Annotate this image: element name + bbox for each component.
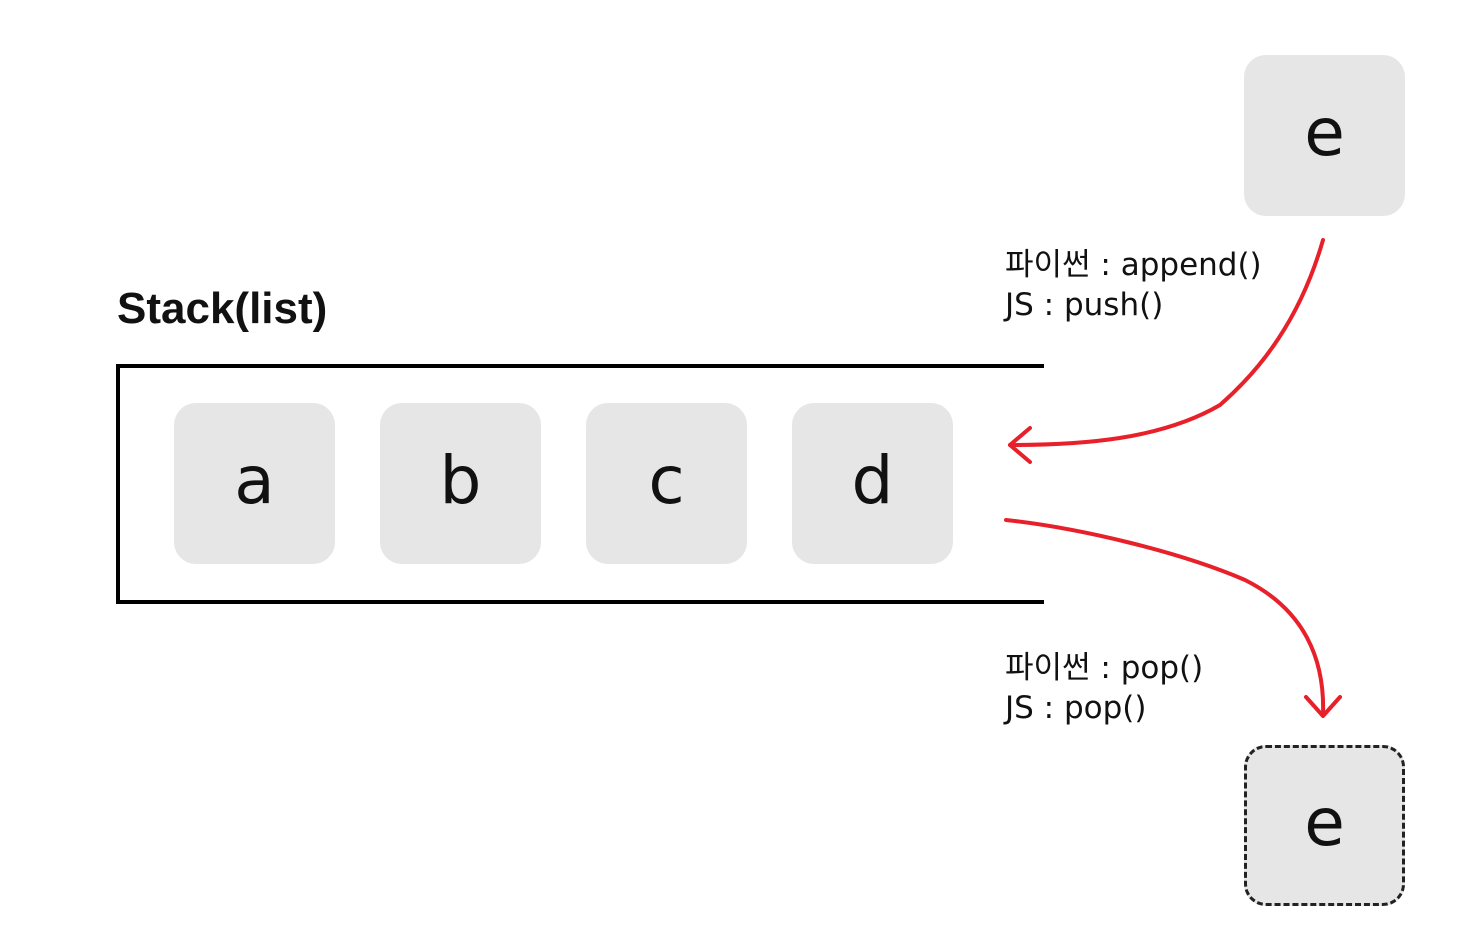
pop-arrow xyxy=(1004,518,1326,717)
stack-item-b: b xyxy=(380,403,541,564)
pop-label-python: 파이썬 : pop() xyxy=(1005,650,1204,686)
push-label-python: 파이썬 : append() xyxy=(1005,247,1262,283)
stack-item-d: d xyxy=(792,403,953,564)
stack-item-label: a xyxy=(234,442,275,519)
popped-item-label: e xyxy=(1304,784,1345,861)
push-arrow-head xyxy=(1008,426,1032,464)
push-arrow xyxy=(1008,238,1325,447)
push-label: 파이썬 : append() JS : push() xyxy=(1005,245,1262,325)
incoming-item-e: e xyxy=(1244,55,1405,216)
stack-item-c: c xyxy=(586,403,747,564)
stack-item-label: c xyxy=(648,442,685,519)
stack-item-a: a xyxy=(174,403,335,564)
stack-item-label: d xyxy=(851,442,894,519)
stack-title: Stack(list) xyxy=(117,284,328,333)
pop-label: 파이썬 : pop() JS : pop() xyxy=(1005,648,1203,728)
stack-item-label: b xyxy=(439,442,482,519)
popped-item-e: e xyxy=(1244,745,1405,906)
incoming-item-label: e xyxy=(1304,94,1345,171)
stack-container xyxy=(116,364,1044,604)
pop-label-js: JS : pop() xyxy=(1005,690,1147,726)
push-label-js: JS : push() xyxy=(1005,287,1164,323)
pop-arrow-head xyxy=(1304,695,1342,718)
